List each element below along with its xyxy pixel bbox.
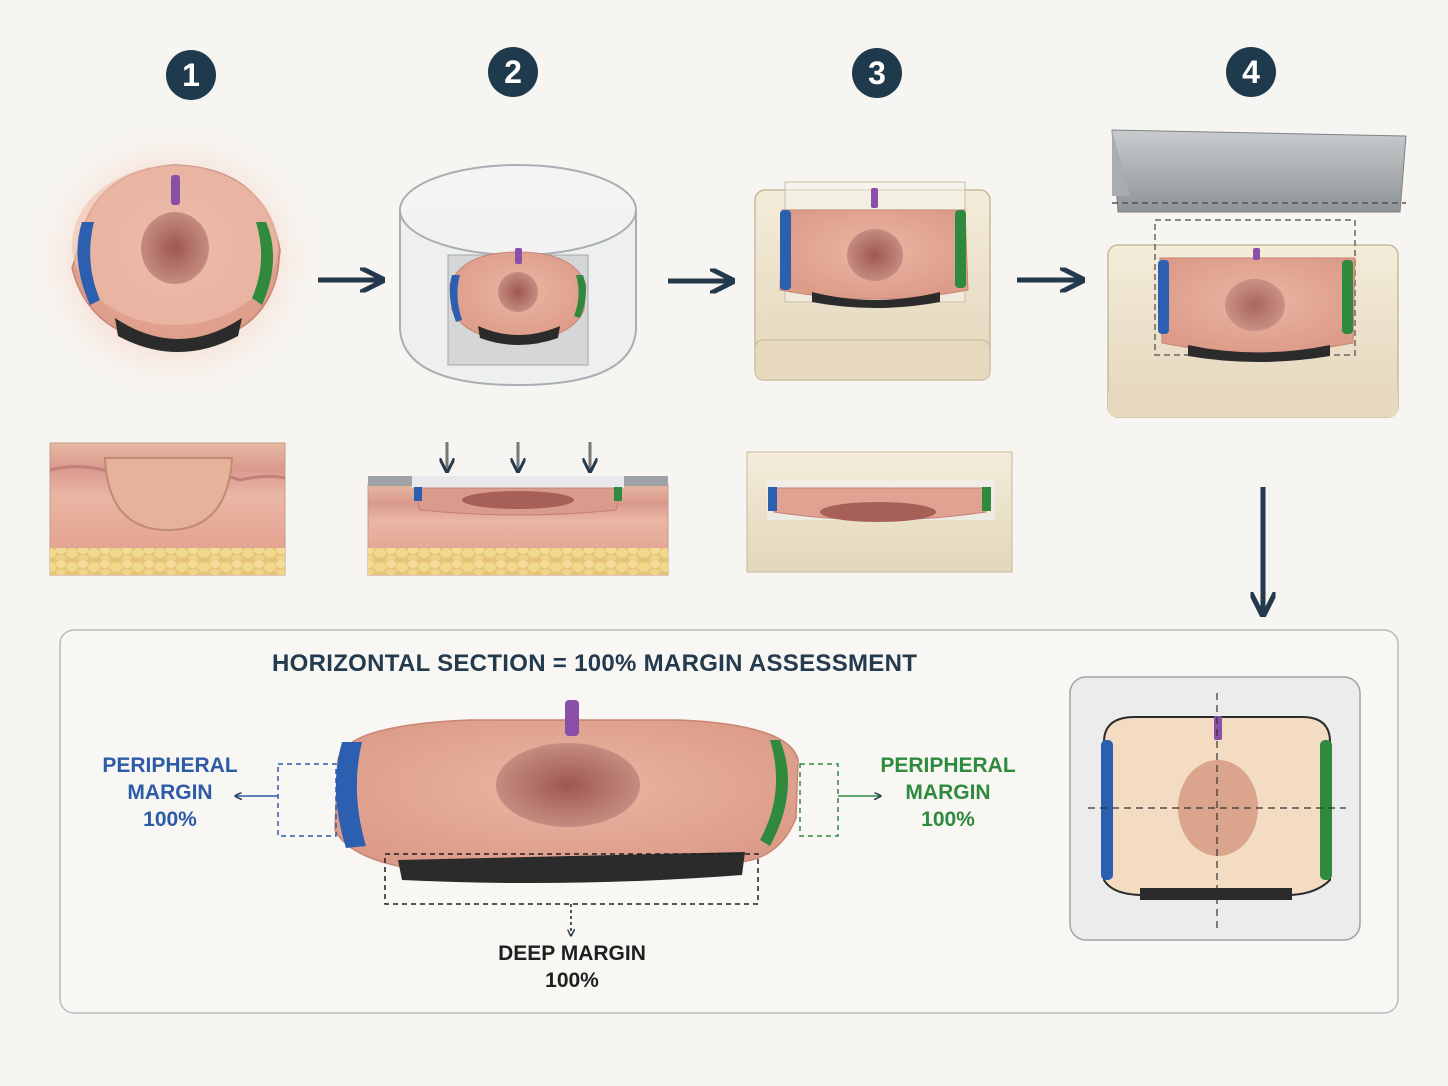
right-margin-callout: [799, 763, 839, 837]
panel-title: HORIZONTAL SECTION = 100% MARGIN ASSESSM…: [272, 650, 918, 677]
right-margin-line1: PERIPHERAL: [880, 754, 1016, 777]
blade-icon: [1111, 129, 1407, 213]
left-margin-line1: PERIPHERAL: [102, 754, 238, 777]
left-margin-line2: MARGIN: [127, 781, 213, 804]
right-peripheral-margin-label: PERIPHERAL MARGIN 100%: [874, 752, 1022, 833]
left-margin-callout: [277, 763, 337, 837]
step-2-petri-dish: [399, 164, 637, 387]
step-2-cross-section: [367, 442, 669, 576]
right-margin-line3: 100%: [921, 808, 975, 831]
deep-margin-callout: [384, 853, 759, 905]
deep-margin-line2: 100%: [545, 969, 599, 992]
step-3-embedded-block: [754, 181, 991, 381]
right-margin-line2: MARGIN: [905, 781, 991, 804]
step-1-cross-section: [49, 442, 286, 576]
step-4-microtome-cut: [1107, 129, 1407, 418]
deep-margin-line1: DEEP MARGIN: [498, 942, 646, 965]
step-1-excised-tissue: [25, 120, 325, 400]
step-1-badge: 1: [166, 50, 216, 100]
microscope-slide-view: [1069, 676, 1361, 941]
left-peripheral-margin-label: PERIPHERAL MARGIN 100%: [96, 752, 244, 833]
left-margin-line3: 100%: [143, 808, 197, 831]
step-2-badge: 2: [488, 47, 538, 97]
horizontal-section-specimen: [334, 700, 799, 884]
step-3-badge: 3: [852, 48, 902, 98]
deep-margin-label: DEEP MARGIN 100%: [472, 940, 672, 994]
step-3-cross-section: [746, 451, 1013, 573]
step-4-badge: 4: [1226, 47, 1276, 97]
